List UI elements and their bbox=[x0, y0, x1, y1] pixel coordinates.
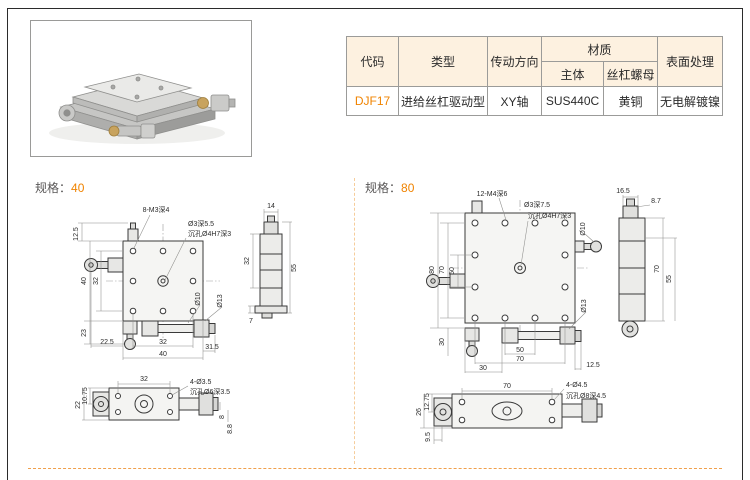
spec40-value: 40 bbox=[71, 181, 85, 195]
dim-label: 32 bbox=[244, 257, 251, 265]
spec40-bottom-counterbore-label: 沉孔Ø6深3.5 bbox=[190, 387, 230, 396]
spec40-thread-label: 8-M3深4 bbox=[143, 205, 170, 214]
dim-label: 31.5 bbox=[205, 344, 219, 351]
dim-label: 55 bbox=[291, 264, 298, 272]
dim-label: 32 bbox=[93, 277, 100, 285]
dim-label: Ø10 bbox=[580, 222, 587, 235]
dim-label: 70 bbox=[654, 265, 661, 273]
page-frame-top bbox=[7, 8, 743, 9]
col-header-code: 代码 bbox=[346, 36, 399, 87]
spec80-value: 80 bbox=[401, 181, 415, 195]
dim-label: Ø10 bbox=[195, 292, 202, 305]
dim-label: 32 bbox=[140, 376, 148, 383]
spec80-center-hole-label: Ø3深7.5 bbox=[524, 200, 550, 209]
dim-label: 40 bbox=[81, 277, 88, 285]
bottom-divider bbox=[28, 468, 722, 469]
spec80-dim-lines bbox=[430, 197, 595, 373]
col-header-material-nut: 丝杠螺母 bbox=[602, 61, 659, 87]
dim-label: 55 bbox=[666, 275, 673, 283]
spec80-thread-label: 12-M4深6 bbox=[477, 189, 508, 198]
spec40-drawing: 8-M3深4 Ø3深5.5 沉孔Ø4H7深3 12.5 40 32 23 22.… bbox=[73, 203, 298, 434]
dim-label: 70 bbox=[503, 383, 511, 390]
spec40-bottom-view bbox=[92, 387, 219, 421]
dim-label: 8.8 bbox=[227, 424, 234, 434]
dim-label: 40 bbox=[159, 351, 167, 358]
dim-label: 22.5 bbox=[100, 339, 114, 346]
dim-label: 50 bbox=[516, 347, 524, 354]
spec80-bottom-dim-lines bbox=[420, 388, 565, 444]
spec40-center-hole-label: Ø3深5.5 bbox=[188, 219, 214, 228]
dim-label: Ø13 bbox=[581, 299, 588, 312]
dim-label: Ø13 bbox=[217, 294, 224, 307]
dim-label: 14 bbox=[267, 203, 275, 210]
product-spec-table: 代码 类型 传动方向 材质 表面处理 主体 丝杠螺母 DJF17 进给丝杠驱动型… bbox=[346, 36, 724, 116]
dim-label: 70 bbox=[516, 356, 524, 363]
spec40-counterbore-label: 沉孔Ø4H7深3 bbox=[188, 229, 231, 238]
section-divider bbox=[354, 178, 355, 464]
page-frame-left bbox=[7, 8, 8, 480]
col-header-material: 材质 bbox=[540, 36, 659, 62]
spec40-label: 规格： bbox=[35, 181, 72, 195]
dim-label: 12.5 bbox=[586, 362, 600, 369]
spec40-plan-view bbox=[84, 222, 220, 350]
cell-material-nut: 黄铜 bbox=[602, 86, 659, 116]
dim-label: 30 bbox=[439, 338, 446, 346]
cell-type: 进给丝杠驱动型 bbox=[398, 86, 488, 116]
dim-label: 12.75 bbox=[424, 393, 431, 411]
dim-label: 22 bbox=[75, 401, 82, 409]
col-header-material-body: 主体 bbox=[541, 61, 604, 87]
dim-label: 30 bbox=[479, 365, 487, 372]
spec40-side-view bbox=[254, 215, 288, 319]
spec40-side-dim-lines bbox=[248, 209, 292, 314]
spec80-plan-view bbox=[426, 200, 602, 357]
spec40-bottom-dim-lines bbox=[82, 381, 229, 422]
page-frame-right bbox=[742, 8, 743, 480]
spec80-bottom-view bbox=[433, 393, 603, 429]
spec80-side-dim-lines bbox=[622, 195, 677, 322]
col-header-surface: 表面处理 bbox=[657, 36, 724, 87]
dim-label: 70 bbox=[439, 266, 446, 274]
spec40-bottom-holes-label: 4-Ø3.5 bbox=[190, 379, 212, 386]
table-row: DJF17 进给丝杠驱动型 XY轴 SUS440C 黄铜 无电解镀镍 bbox=[346, 86, 724, 116]
dim-label: 10.75 bbox=[82, 387, 89, 405]
cell-direction: XY轴 bbox=[487, 86, 542, 116]
dim-label: 12.5 bbox=[73, 227, 80, 241]
spec80-drawing: 12-M4深6 Ø3深7.5 沉孔Ø4H7深3 80 70 50 30 50 7… bbox=[416, 188, 677, 444]
spec80-bottom-counterbore-label: 沉孔Ø8深4.5 bbox=[566, 391, 606, 400]
spec40-dim-lines bbox=[78, 214, 223, 360]
spec80-bottom-holes-label: 4-Ø4.5 bbox=[566, 382, 588, 389]
spec40-heading: 规格：40 bbox=[35, 179, 84, 196]
dim-label: 80 bbox=[429, 266, 436, 274]
dim-label: 32 bbox=[159, 339, 167, 346]
spec80-heading: 规格：80 bbox=[365, 179, 414, 196]
dim-label: 16.5 bbox=[616, 188, 630, 195]
dim-label: 9.5 bbox=[425, 432, 432, 442]
dim-label: 23 bbox=[81, 329, 88, 337]
col-header-direction: 传动方向 bbox=[487, 36, 542, 87]
dim-label: 26 bbox=[416, 408, 423, 416]
product-photo bbox=[49, 73, 236, 144]
dim-label: 8 bbox=[219, 415, 226, 419]
product-photo-frame bbox=[30, 20, 252, 157]
dim-label: 8.7 bbox=[651, 198, 661, 205]
cell-surface: 无电解镀镍 bbox=[657, 86, 724, 116]
spec80-counterbore-label: 沉孔Ø4H7深3 bbox=[528, 211, 571, 220]
dim-label: 50 bbox=[449, 267, 456, 275]
cell-code: DJF17 bbox=[346, 86, 399, 116]
spec80-side-view bbox=[618, 198, 646, 338]
col-header-type: 类型 bbox=[398, 36, 488, 87]
cell-material-body: SUS440C bbox=[541, 86, 604, 116]
dim-label: 7 bbox=[249, 318, 253, 325]
spec80-label: 规格： bbox=[365, 181, 402, 195]
